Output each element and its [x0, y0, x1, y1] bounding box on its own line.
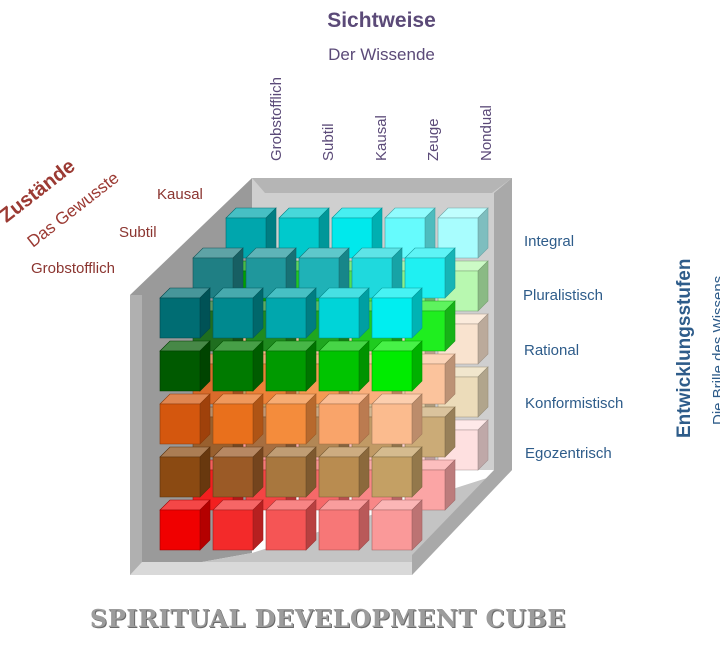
page-title: Sichtweise	[327, 9, 436, 32]
state-label-subtil: Subtil	[119, 224, 157, 241]
column-label-grobstofflich: Grobstofflich	[268, 77, 285, 161]
cube-frame-front-lip	[130, 562, 412, 575]
cube-front-r1-c5	[371, 287, 423, 339]
cube-front-r5-c1	[159, 499, 211, 551]
cube-front-r5-c5	[371, 499, 423, 551]
row-label-rational: Rational	[524, 342, 580, 359]
cube-front-r2-c4	[318, 340, 370, 392]
cube-frame-top-lip	[252, 178, 512, 193]
footer-title: SPIRITUAL DEVELOPMENT CUBE	[89, 604, 567, 633]
cube-front-r5-c3	[265, 499, 317, 551]
page-subtitle: Der Wissende	[328, 45, 435, 64]
state-label-grobstofflich: Grobstofflich	[31, 260, 115, 277]
cube-frame-left-edge	[130, 295, 142, 575]
cube-front-r1-c2	[212, 287, 264, 339]
cube-front-r1-c4	[318, 287, 370, 339]
column-label-nondual: Nondual	[478, 105, 495, 161]
row-label-egozentrisch: Egozentrisch	[525, 445, 612, 462]
row-label-konformistisch: Konformistisch	[525, 395, 624, 412]
cube-front-r3-c1	[159, 393, 211, 445]
cube-front-r5-c2	[212, 499, 264, 551]
cube-frame-floor	[130, 470, 512, 575]
cube-front-r5-c4	[318, 499, 370, 551]
state-label-kausal: Kausal	[157, 186, 203, 203]
cube-front-r4-c1	[159, 446, 211, 498]
cube-front-r4-c4	[318, 446, 370, 498]
cube-front-r3-c2	[212, 393, 264, 445]
cube-frame-right-edge	[412, 178, 512, 575]
cube-front-r1-c1	[159, 287, 211, 339]
cube-front-r3-c5	[371, 393, 423, 445]
cube-front-r2-c2	[212, 340, 264, 392]
cube-front-r2-c3	[265, 340, 317, 392]
column-label-zeuge: Zeuge	[425, 118, 442, 161]
cube-front-r4-c2	[212, 446, 264, 498]
cube-front-r2-c5	[371, 340, 423, 392]
cube-front-r1-c3	[265, 287, 317, 339]
cube-front-r4-c3	[265, 446, 317, 498]
cube-front-r4-c5	[371, 446, 423, 498]
cube-front-r2-c1	[159, 340, 211, 392]
column-label-kausal: Kausal	[373, 115, 390, 161]
column-label-subtil: Subtil	[320, 123, 337, 161]
levels-title: Entwicklungsstufen	[674, 258, 695, 438]
cube-back-r1-c5	[437, 207, 489, 259]
cube-front-r3-c4	[318, 393, 370, 445]
row-label-integral: Integral	[524, 233, 575, 250]
row-label-pluralistisch: Pluralistisch	[523, 287, 604, 304]
cube-front-r3-c3	[265, 393, 317, 445]
levels-subtitle: Die Brille des Wissens	[710, 275, 720, 425]
